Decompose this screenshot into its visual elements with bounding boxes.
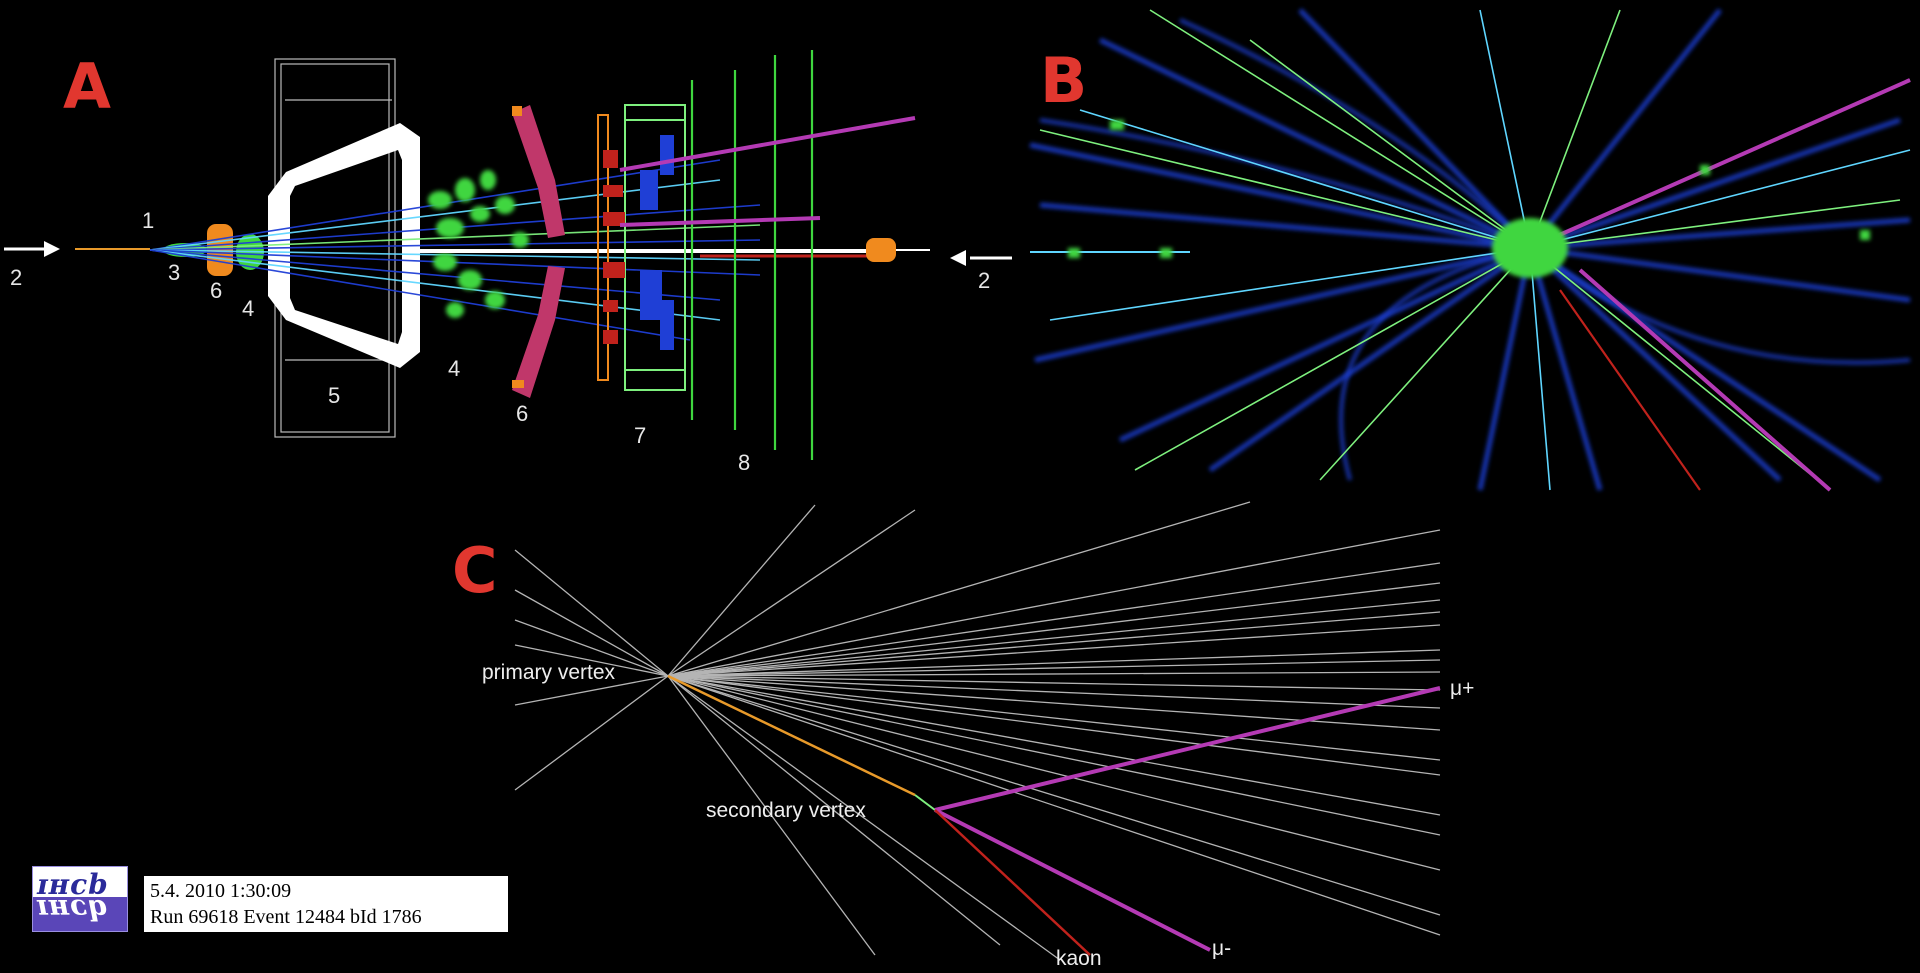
label-beam-2-left: 2	[10, 265, 23, 290]
panel-label-c: C	[452, 534, 498, 607]
rich2-mirrors	[512, 105, 565, 398]
event-run-number: Run 69618 Event 12484 bId 1786	[150, 906, 422, 928]
rich1-mirror	[207, 224, 233, 276]
label-muon-8: 8	[738, 450, 751, 475]
label-beam-2-right: 2	[978, 268, 991, 293]
label-rich-6-left: 6	[210, 278, 223, 303]
panel-b-blue-curves	[1039, 18, 1911, 481]
panel-b-cyan-tracks	[1049, 9, 1911, 491]
mu-minus-track	[934, 808, 1211, 952]
mu-plus-track	[934, 686, 1441, 812]
muon-stations	[690, 50, 814, 460]
panel-b-vertex-hits	[1068, 120, 1870, 278]
label-tracker-4-right: 4	[448, 356, 461, 381]
rich1-mirror-right	[866, 238, 896, 262]
secondary-vertex-stub	[914, 794, 936, 811]
primary-vertex-label: primary vertex	[482, 661, 616, 684]
panel-b-muon-track-2	[1578, 268, 1832, 492]
mu-plus-label: μ+	[1450, 677, 1475, 700]
panel-a-muon-tracks	[619, 116, 916, 227]
panel-label-b: B	[1040, 44, 1088, 117]
panel-b-muon-track	[1529, 78, 1911, 250]
panel-c-decay-topology	[514, 501, 1441, 961]
event-datetime: 5.4. 2010 1:30:09	[150, 880, 292, 902]
panel-b-kaon-track	[1559, 289, 1701, 491]
label-magnet-5: 5	[328, 383, 341, 408]
label-calorimeter-7: 7	[634, 423, 647, 448]
calorimeter-outline	[597, 104, 686, 391]
panel-a-detector-view	[4, 50, 1012, 460]
beam-arrow-left-icon	[4, 241, 60, 257]
kaon-label: kaon	[1056, 947, 1102, 970]
label-velo-3: 3	[168, 260, 181, 285]
lhcb-logo: ɪʜcb ɪʜcb	[32, 866, 128, 932]
panel-label-a: A	[63, 50, 111, 123]
label-rich-6-right: 6	[516, 401, 529, 426]
beam-arrow-right-icon	[950, 250, 1012, 266]
tracking-station-hits	[428, 170, 529, 318]
event-info-box: 5.4. 2010 1:30:09 Run 69618 Event 12484 …	[144, 876, 508, 932]
calorimeter-deposits	[603, 135, 674, 350]
secondary-vertex-label: secondary vertex	[706, 799, 866, 822]
label-velo-1: 1	[142, 208, 155, 233]
panel-c-grey-tracks	[514, 501, 1441, 961]
panel-b-vertex-zoom	[1029, 8, 1911, 492]
mu-minus-label: μ-	[1212, 937, 1232, 960]
magnet-coil	[268, 123, 420, 368]
panel-b-blue-tracks	[1029, 8, 1911, 491]
kaon-track	[934, 809, 1091, 956]
label-tracker-4-left: 4	[242, 296, 255, 321]
b-meson-flight-path	[667, 674, 916, 797]
